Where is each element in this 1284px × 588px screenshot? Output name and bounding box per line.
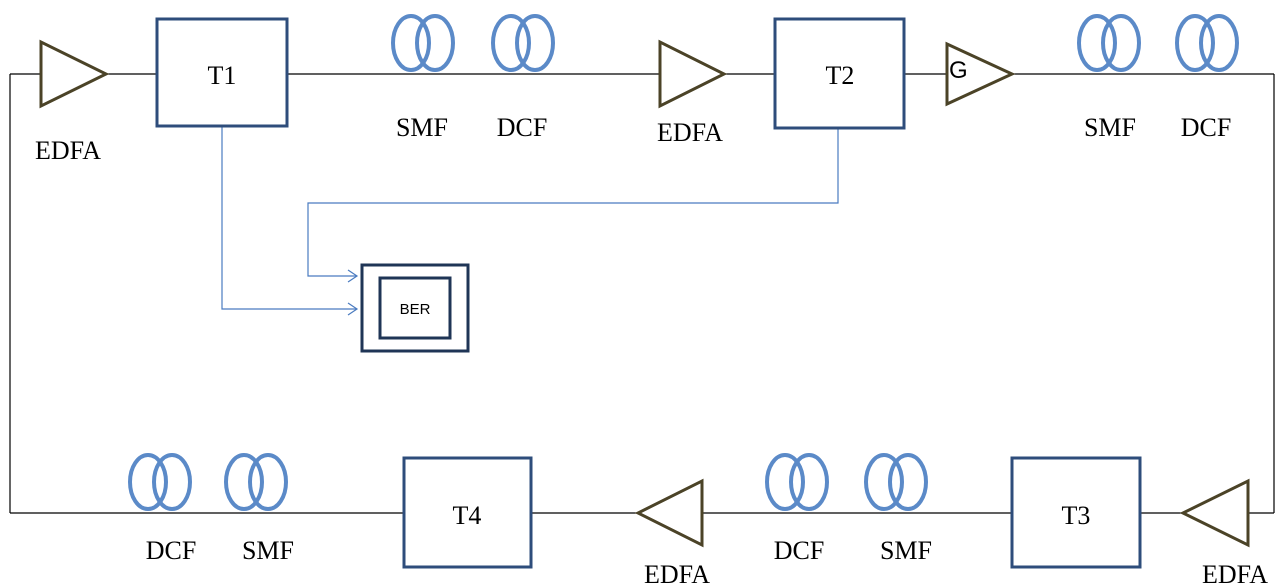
terminal-t1-box [155,17,289,128]
edfa-bottom-right-label: EDFA [1202,560,1268,588]
ring-links [9,73,1275,514]
bottom-smf-right-label: SMF [880,536,932,565]
bottom-dcf-right-coil-icon [765,453,829,511]
t2-to-ber-line [307,128,839,277]
amplifiers [39,39,1250,548]
edfa-top-mid-label: EDFA [657,118,723,147]
gain-block-label: G [949,57,968,84]
top-smf-2-label: SMF [1084,113,1136,142]
bottom-smf-right-coil-icon [864,453,928,511]
edfa-bottom-right-triangle [1179,478,1250,548]
terminal-t2-label: T2 [826,61,855,90]
edfa-bottom-mid-label: EDFA [644,560,710,588]
bottom-dcf-right-label: DCF [774,536,825,565]
terminal-t4-label: T4 [453,501,482,530]
edfa-top-mid-triangle [658,39,728,109]
terminal-t2: T2 [773,17,906,130]
top-smf-1-coil-icon [391,14,455,72]
t2-arrowhead [347,269,359,283]
top-smf-2-coil-icon [1077,14,1141,72]
terminal-t1: T1 [155,17,289,128]
terminal-t4: T4 [402,456,533,569]
top-dcf-2-label: DCF [1181,113,1232,142]
ber-analyzer: BER [360,263,470,353]
bottom-dcf-left-coil-icon [128,453,192,511]
bottom-dcf-left-label: DCF [146,536,197,565]
gain-block-triangle [945,41,1016,107]
t1-to-ber-line [221,126,357,310]
ber-signal-lines [221,126,839,316]
t1-arrowhead [347,302,359,316]
ber-label: BER [400,301,431,318]
ber-inner-box [378,276,452,340]
bottom-smf-left-coil-icon [224,453,288,511]
terminal-t3-box [1010,456,1142,569]
top-dcf-2-coil-icon [1175,14,1239,72]
edfa-top-left-label: EDFA [35,136,101,165]
bottom-smf-left-label: SMF [242,536,294,565]
top-dcf-1-label: DCF [497,113,548,142]
top-dcf-1-coil-icon [491,14,555,72]
edfa-top-left-triangle [39,39,110,109]
terminal-t3-label: T3 [1062,501,1091,530]
amplifier-labels: EDFA EDFA EDFA EDFA [35,118,1268,588]
terminal-t1-label: T1 [208,61,237,90]
fiber-coils [128,14,1239,511]
fiber-labels: SMF DCF SMF DCF DCF SMF DCF SMF [146,113,1232,565]
terminal-t2-box [773,17,906,130]
top-smf-1-label: SMF [396,113,448,142]
edfa-bottom-mid-triangle [634,478,704,548]
terminal-t3: T3 [1010,456,1142,569]
terminal-t4-box [402,456,533,569]
